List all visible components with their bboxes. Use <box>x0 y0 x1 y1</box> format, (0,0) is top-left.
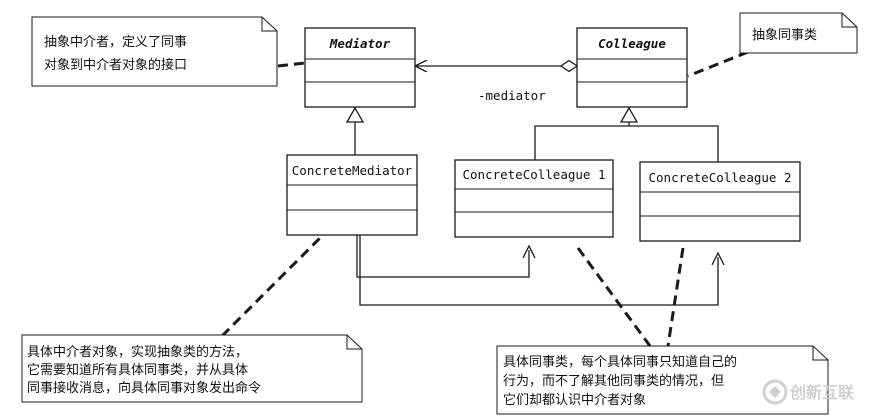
watermark-logo-icon <box>762 379 788 405</box>
note-connectors <box>220 50 749 347</box>
concrete-colleague-1-class-name: ConcreteColleague 1 <box>463 167 606 182</box>
concrete-colleague-note-line-1: 具体同事类，每个具体同事只知道自己的 <box>503 354 737 370</box>
concrete-mediator-note-connector <box>220 234 324 338</box>
aggregation-diamond <box>559 59 579 73</box>
mediator-class-name: Mediator <box>329 36 391 51</box>
concrete-colleague-note-line-2: 行为，而不了解其他同事类的情况，但 <box>503 373 724 389</box>
concrete-mediator-note-line-2: 它需要知道所有具体同事类，并从具体 <box>27 362 248 378</box>
colleague-generalization-triangle <box>619 106 639 123</box>
mediator-to-colleague2-line <box>359 235 719 306</box>
mediator-note-connector <box>277 61 306 68</box>
concrete-colleague-2-class-name: ConcreteColleague 2 <box>649 170 792 185</box>
mediator-class[interactable]: Mediator <box>304 27 416 108</box>
concrete-colleague1-note-connector <box>576 247 652 347</box>
concrete-colleague-2-class[interactable]: ConcreteColleague 2 <box>639 161 801 242</box>
colleague1-arrowhead <box>522 244 536 259</box>
concrete-colleague-1-class[interactable]: ConcreteColleague 1 <box>454 159 614 238</box>
concrete-colleague-note-line-3: 它们却都认识中介者对象 <box>503 392 646 408</box>
colleague2-arrowhead <box>711 251 725 266</box>
concrete-colleague-note: 具体同事类，每个具体同事只知道自己的 行为，而不了解其他同事类的情况，但 它们却… <box>496 345 829 415</box>
colleague-note: 抽象同事类 <box>739 12 858 54</box>
colleague-note-line-1: 抽象同事类 <box>752 28 817 43</box>
concrete-mediator-class-name: ConcreteMediator <box>292 163 413 178</box>
concrete-mediator-note-line-3: 同事接收消息，向具体同事对象发出命令 <box>27 380 261 396</box>
concrete-mediator-note-line-1: 具体中介者对象，实现抽象类的方法， <box>27 344 248 360</box>
relationships <box>345 59 719 306</box>
concrete-mediator-note: 具体中介者对象，实现抽象类的方法， 它需要知道所有具体同事类，并从具体 同事接收… <box>21 334 363 403</box>
mediator-to-colleague1-line <box>356 235 530 278</box>
concrete-mediator-class[interactable]: ConcreteMediator <box>286 154 418 236</box>
mediator-note: 抽象中介者，定义了同事 对象到中介者对象的接口 <box>31 16 278 87</box>
colleague-generalization-branch <box>534 125 719 162</box>
mediator-note-line-2: 对象到中介者对象的接口 <box>44 57 187 73</box>
mediator-generalization-triangle <box>345 106 365 123</box>
colleague-class-name: Colleague <box>598 36 666 51</box>
concrete-colleague2-note-connector <box>666 247 685 347</box>
colleague-class[interactable]: Colleague <box>576 27 688 108</box>
colleague-note-connector <box>687 50 749 78</box>
dependency-arrowheads <box>522 244 725 266</box>
watermark: 创新互联 <box>762 379 854 405</box>
mediator-note-line-1: 抽象中介者，定义了同事 <box>44 35 187 50</box>
association-role-label: -mediator <box>478 88 546 103</box>
watermark-text: 创新互联 <box>789 383 854 402</box>
